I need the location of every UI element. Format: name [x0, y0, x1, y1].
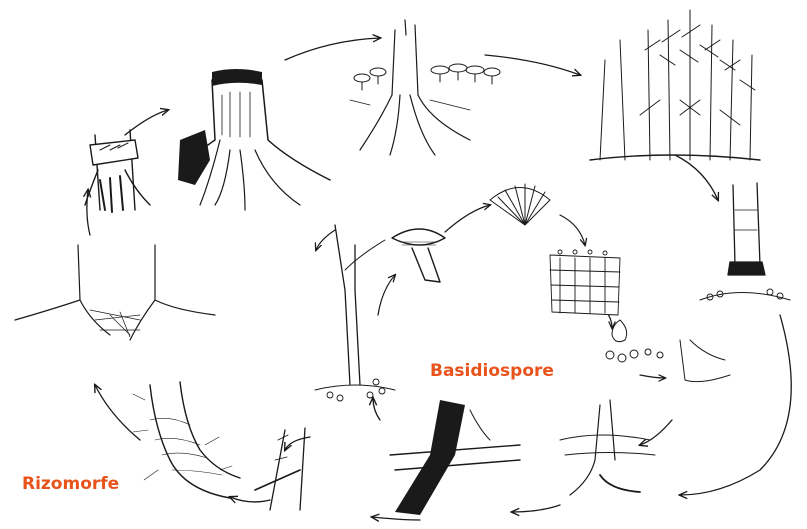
mushroom-stump-drawing — [350, 20, 500, 155]
label-basidiospore: Basidiospore — [430, 361, 554, 381]
arrow-tree-to-mushroom — [378, 275, 395, 315]
arrow-mushroom-stump-to-forest — [485, 55, 580, 75]
arrow-spores-to-roots — [640, 375, 665, 378]
rhizomorph-trunk-drawing — [133, 382, 240, 498]
small-tree-drawing — [315, 225, 395, 401]
mushroom-drawing — [392, 229, 445, 282]
dying-tree-drawing — [700, 183, 790, 300]
arrow-right-bottom — [680, 315, 791, 495]
dark-trunk-drawing — [390, 400, 520, 515]
gills-drawing — [490, 184, 550, 225]
arrow-bottom-1 — [512, 505, 560, 512]
girdled-trunk-drawing — [85, 130, 150, 212]
dark-stump-drawing — [178, 69, 330, 210]
basidiospores-drawing — [606, 320, 663, 362]
roots-network-drawing — [15, 245, 215, 340]
arrow-inner-up — [373, 398, 380, 420]
arrow-mushroom-to-gills — [445, 205, 490, 232]
arrow-tree-branch — [316, 230, 335, 250]
arrow-stump-to-mushroom-stump — [285, 38, 380, 60]
arrow-small-stump-to-tree — [285, 437, 310, 450]
arrow-girdle-to-stump — [125, 110, 168, 135]
root-detail-drawing — [560, 340, 730, 495]
label-rizomorfe: Rizomorfe — [22, 474, 119, 494]
arrow-forest-to-dying-tree — [675, 155, 718, 200]
arrow-roots-to-root-detail — [640, 420, 672, 445]
hymenium-drawing — [550, 250, 620, 315]
arrow-bottom-2 — [372, 517, 420, 520]
forest-drawing — [590, 10, 760, 160]
arrow-gills-to-hymenium — [560, 215, 585, 245]
arrow-bottom-3 — [230, 497, 270, 502]
